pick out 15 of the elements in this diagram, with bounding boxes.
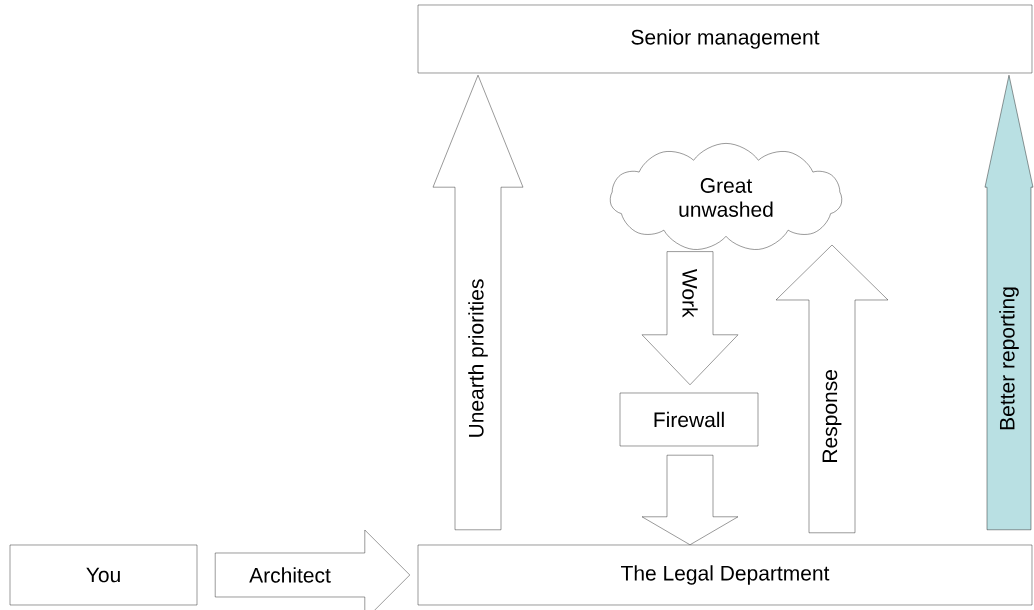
edge-label: Unearth priorities bbox=[468, 279, 488, 437]
edge-label: Better reporting bbox=[999, 287, 1019, 430]
process-box: Senior management bbox=[417, 4, 1033, 74]
edge-label: Work bbox=[682, 269, 698, 318]
process-box: Firewall bbox=[619, 392, 759, 447]
block-arrow bbox=[984, 75, 1034, 530]
block-arrow bbox=[432, 75, 524, 530]
block-arrow bbox=[641, 251, 739, 385]
block-arrow bbox=[641, 455, 739, 545]
block-arrow bbox=[775, 244, 889, 533]
process-box: The Legal Department bbox=[417, 544, 1033, 606]
edge-label: Response bbox=[822, 370, 842, 462]
edge-label: Architect bbox=[249, 567, 331, 583]
process-box: You bbox=[9, 544, 198, 606]
block-arrow bbox=[215, 529, 410, 610]
